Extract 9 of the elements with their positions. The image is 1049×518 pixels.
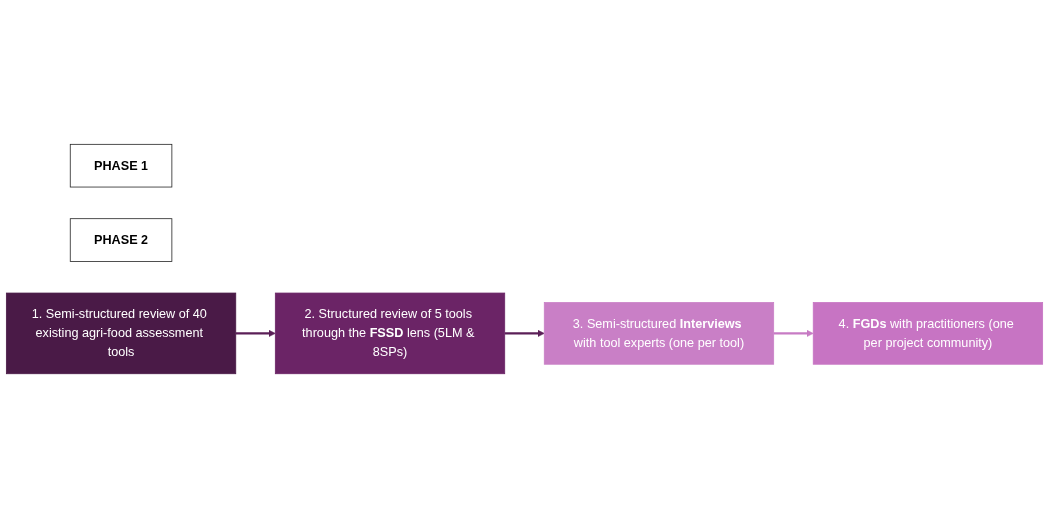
node-box: PHASE 2: [69, 218, 173, 262]
arrow: [235, 329, 276, 337]
arrow: [504, 329, 545, 337]
arrow: [773, 329, 814, 337]
node-box: 4. FGDs with practitioners (one per project community): [812, 302, 1044, 365]
node-box: 1. Semi-structured review of 40 existing agri-food assessment tools: [5, 292, 237, 375]
node-box: PHASE 1: [69, 143, 173, 188]
node-box: 3. Semi-structured Interviews with tool experts (one per tool): [543, 302, 775, 365]
node-box: 2. Structured review of 5 tools through the FSSD lens (5LM & 8SPs): [274, 292, 506, 375]
